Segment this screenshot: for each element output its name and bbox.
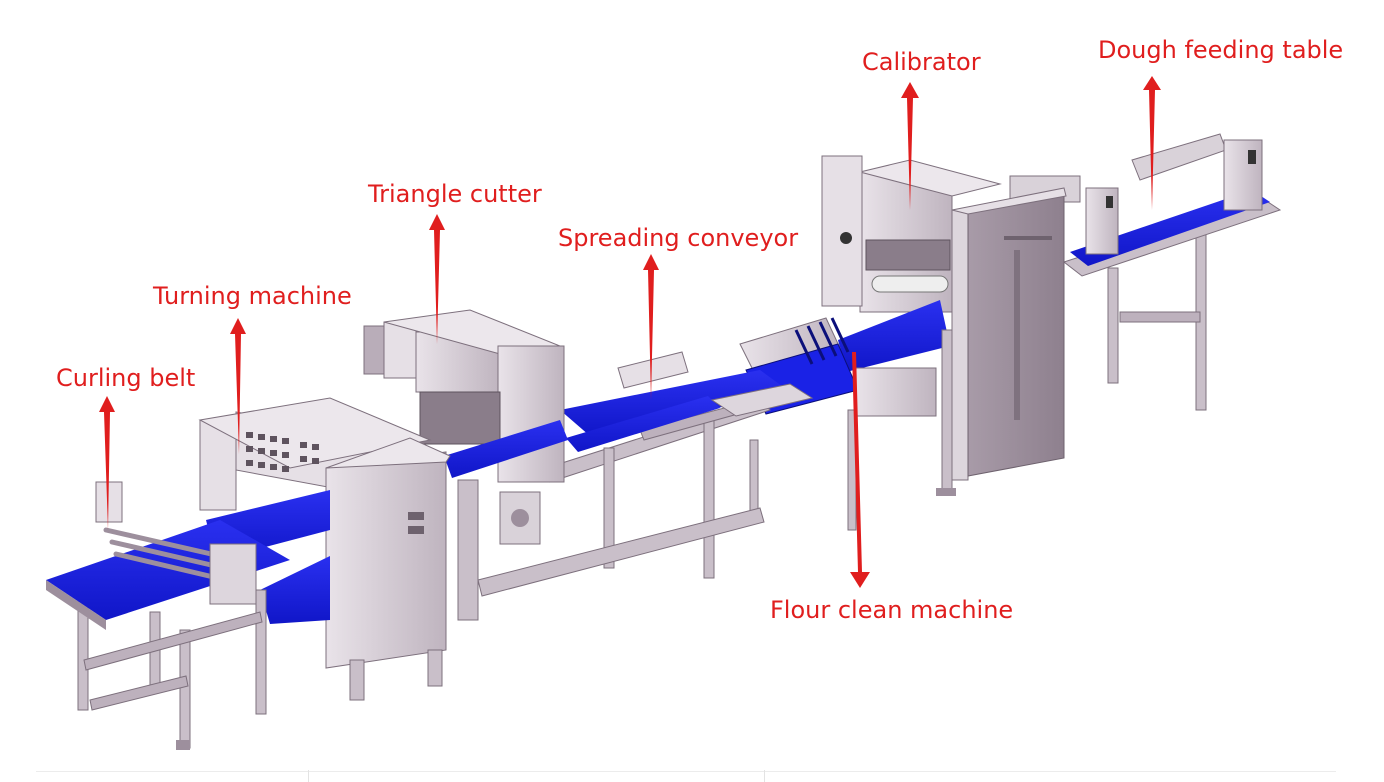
bottom-divider bbox=[308, 770, 309, 782]
label-turning-machine: Turning machine bbox=[153, 282, 352, 310]
arrow-calibrator bbox=[901, 82, 919, 210]
triangle-cutter bbox=[363, 309, 568, 621]
arrow-dough-feeding-table bbox=[1143, 76, 1161, 210]
arrow-flour-clean-machine bbox=[850, 352, 870, 588]
arrow-turning-machine bbox=[230, 318, 246, 454]
label-flour-clean-machine: Flour clean machine bbox=[770, 596, 1014, 624]
callout-arrows bbox=[99, 76, 1161, 588]
label-spreading-conveyor: Spreading conveyor bbox=[558, 224, 799, 252]
curling-belt bbox=[46, 481, 290, 750]
arrow-curling-belt bbox=[99, 396, 115, 530]
turning-machine bbox=[198, 397, 451, 701]
calibrator bbox=[821, 155, 1067, 496]
arrow-spreading-conveyor bbox=[643, 254, 659, 400]
arrow-triangle-cutter bbox=[429, 214, 445, 344]
label-calibrator: Calibrator bbox=[862, 48, 981, 76]
label-dough-feeding-table: Dough feeding table bbox=[1098, 36, 1344, 64]
spreading-conveyor bbox=[477, 351, 814, 597]
label-curling-belt: Curling belt bbox=[56, 364, 196, 392]
label-triangle-cutter: Triangle cutter bbox=[368, 180, 542, 208]
bottom-rule bbox=[36, 771, 1336, 772]
bottom-divider bbox=[764, 770, 765, 782]
